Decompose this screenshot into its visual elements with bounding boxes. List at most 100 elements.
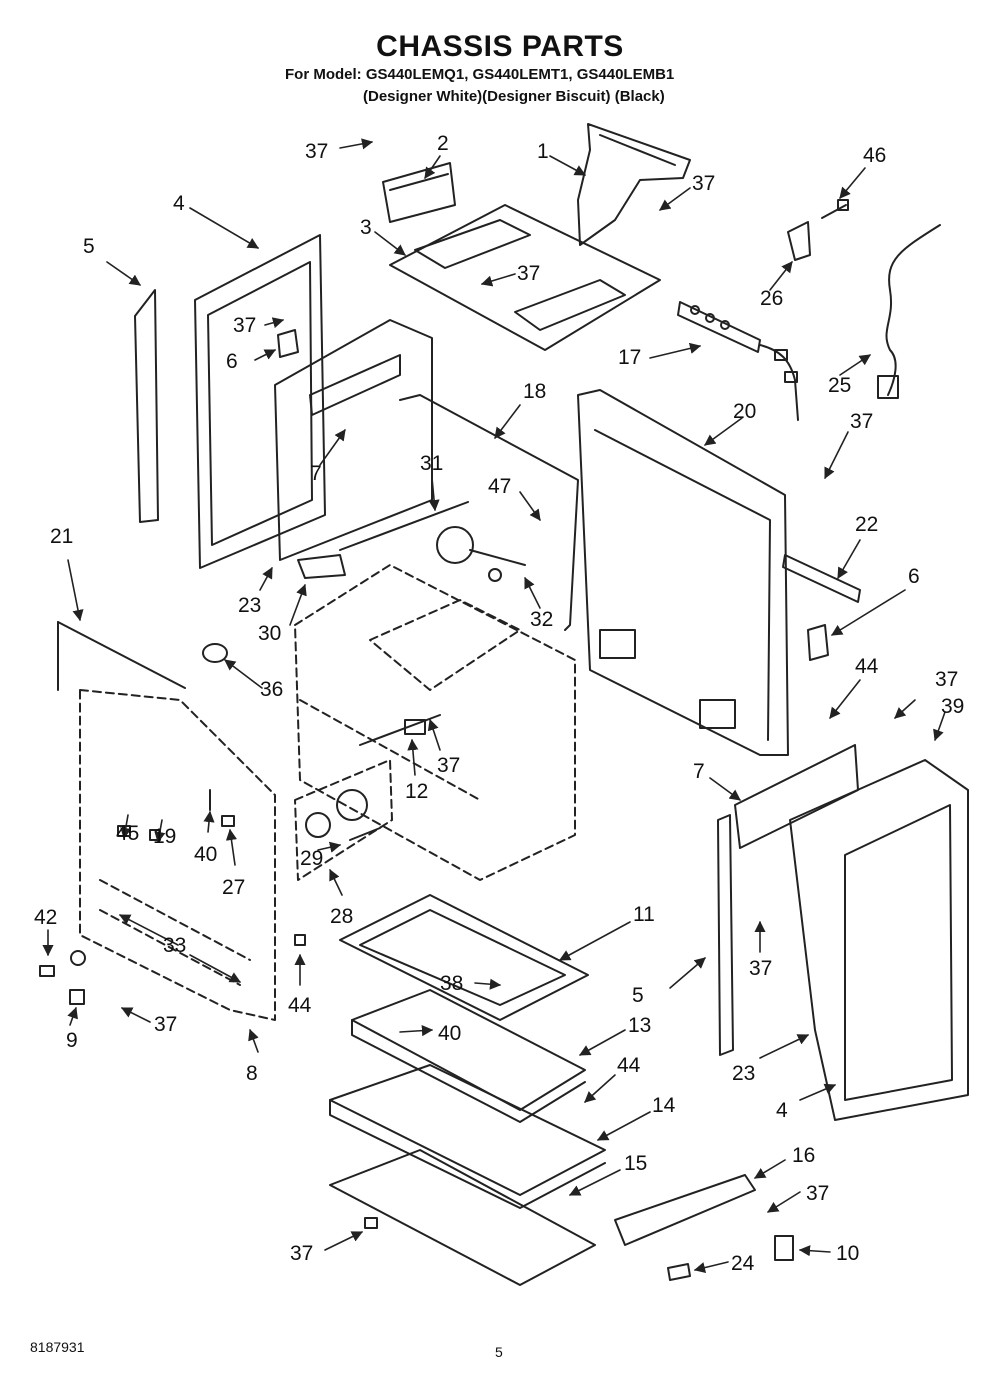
callout-37: 37 [233, 314, 256, 337]
callout-6: 6 [908, 565, 920, 588]
callout-44: 44 [288, 994, 312, 1017]
part-32-igniter [436, 526, 526, 582]
part-28-burner-group [294, 759, 393, 881]
callout-22: 22 [855, 513, 878, 536]
part-17-harness [677, 301, 799, 421]
callout-36: 36 [260, 678, 283, 701]
callout-37: 37 [305, 140, 328, 163]
part-44-screw [294, 934, 306, 946]
part-36-plug [202, 643, 228, 663]
part-1-vent-duct [577, 123, 691, 246]
part-21-gasket [57, 621, 186, 691]
callout-37: 37 [517, 262, 540, 285]
part-14-drawer [329, 1064, 606, 1209]
part-29-burner-orifice [305, 789, 381, 841]
callout-6: 6 [226, 350, 238, 373]
callout-37: 37 [437, 754, 460, 777]
document-number: 8187931 [30, 1339, 85, 1355]
model-list: For Model: GS440LEMQ1, GS440LEMT1, GS440… [285, 66, 675, 83]
part-16-rail [614, 1174, 756, 1246]
callout-39: 39 [941, 695, 964, 718]
callout-23: 23 [732, 1062, 755, 1085]
callout-5: 5 [83, 235, 95, 258]
callout-28: 28 [330, 905, 353, 928]
part-5-side-trim-right [717, 814, 734, 1056]
part-37-screw-bottom [364, 1217, 378, 1229]
part-7-panel [274, 319, 433, 561]
callout-31: 31 [420, 452, 443, 475]
part-10-leveling-leg [774, 1235, 794, 1261]
part-3-burner-box [389, 204, 661, 351]
callout-47: 47 [488, 475, 511, 498]
callout-5: 5 [632, 984, 644, 1007]
callout-26: 26 [760, 287, 783, 310]
callout-32: 32 [530, 608, 553, 631]
callout-38: 38 [440, 972, 463, 995]
page-number: 5 [495, 1344, 503, 1360]
callout-37: 37 [749, 957, 772, 980]
callout-16: 16 [792, 1144, 815, 1167]
callout-7: 7 [310, 462, 322, 485]
page-title: CHASSIS PARTS [376, 30, 624, 63]
part-30-latch [297, 554, 346, 579]
callout-2: 2 [437, 132, 449, 155]
callout-7: 7 [693, 760, 705, 783]
callout-25: 25 [828, 374, 851, 397]
part-4-side-panel [194, 234, 326, 569]
callout-27: 27 [222, 876, 245, 899]
part-24-clip [667, 1263, 691, 1281]
callout-11: 11 [633, 903, 655, 926]
callout-37: 37 [806, 1182, 829, 1205]
part-8-door-frame [79, 689, 276, 1021]
callout-37: 37 [935, 668, 958, 691]
callout-labels: 37 2 1 37 46 4 3 37 5 26 37 6 17 25 18 2… [34, 132, 964, 1275]
callout-44: 44 [617, 1054, 641, 1077]
part-26-clip [787, 221, 811, 261]
callout-29: 29 [300, 847, 323, 870]
callout-12: 12 [405, 780, 428, 803]
callout-45: 45 [116, 822, 139, 845]
callout-14: 14 [652, 1094, 676, 1117]
callout-40: 40 [194, 843, 217, 866]
callout-30: 30 [258, 622, 281, 645]
part-6-bracket-right [807, 624, 829, 661]
part-15-bottom-panel [329, 1149, 596, 1286]
part-42-screw [39, 965, 55, 977]
part-11-burner-tray [339, 894, 589, 1021]
oven-cavity [294, 564, 576, 881]
leader-arrows [42, 138, 946, 1274]
part-25-power-cord [877, 224, 941, 399]
callout-40: 40 [438, 1022, 461, 1045]
callout-24: 24 [731, 1252, 755, 1275]
callout-37: 37 [154, 1013, 177, 1036]
part-2-bracket [382, 162, 456, 223]
callout-21: 21 [50, 525, 73, 548]
callout-19: 19 [153, 825, 176, 848]
callout-15: 15 [624, 1152, 647, 1175]
part-22-rail [782, 554, 861, 603]
part-46-screw [821, 199, 849, 219]
callout-42: 42 [34, 906, 57, 929]
part-18-gasket [399, 394, 579, 631]
part-13-broil-pan [351, 989, 586, 1123]
part-6-bracket [277, 329, 299, 358]
callout-33: 33 [163, 934, 186, 957]
part-4-side-panel-right [789, 759, 969, 1121]
part-20-rear-panel [577, 389, 789, 756]
part-5-side-trim [134, 289, 159, 523]
callout-13: 13 [628, 1014, 651, 1037]
callout-17: 17 [618, 346, 641, 369]
part-9-valve [69, 950, 86, 1005]
callout-3: 3 [360, 216, 372, 239]
callout-23: 23 [238, 594, 261, 617]
callout-8: 8 [246, 1062, 258, 1085]
callout-4: 4 [173, 192, 185, 215]
part-27-screw [221, 815, 235, 827]
callout-44: 44 [855, 655, 879, 678]
callout-37: 37 [290, 1242, 313, 1265]
part-12-element [359, 714, 441, 746]
callout-9: 9 [66, 1029, 78, 1052]
model-variants: (Designer White)(Designer Biscuit) (Blac… [363, 88, 665, 105]
callout-37: 37 [850, 410, 873, 433]
